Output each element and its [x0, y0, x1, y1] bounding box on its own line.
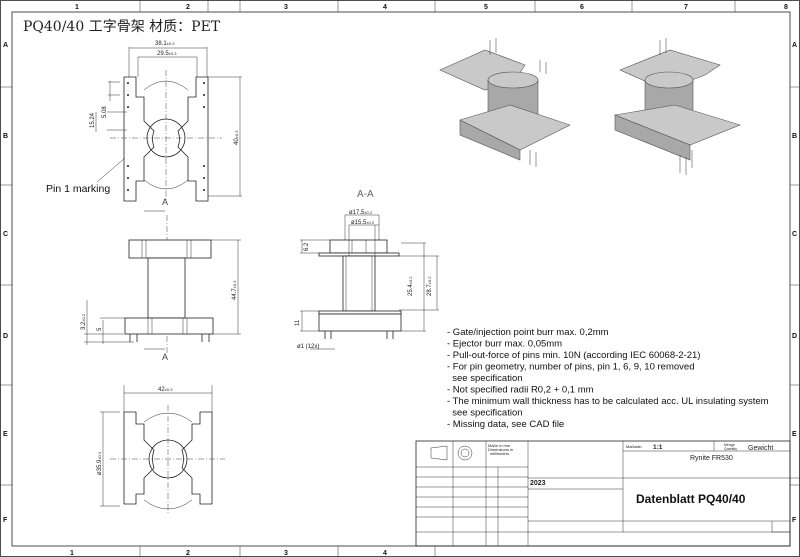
dim-pin-length: 3.2 — [81, 321, 87, 330]
dim-flange: 6.2 — [304, 242, 310, 251]
svg-text:25.4±0.2: 25.4±0.2 — [408, 276, 414, 296]
dim-height: 40 — [234, 138, 240, 145]
column-label: 6 — [580, 4, 584, 11]
year: 2023 — [530, 480, 546, 487]
grid-columns: 1 2 3 4 5 6 7 8 1 2 3 4 — [70, 0, 788, 557]
note-line: - The minimum wall thickness has to be c… — [447, 396, 769, 407]
section-label: A-A — [357, 189, 374, 200]
row-label: E — [3, 431, 8, 438]
drawing-title: Datenblatt PQ40/40 — [636, 492, 746, 506]
dim-bottom-diameter: ø35.9 — [97, 459, 103, 475]
inner-frame — [11, 11, 791, 547]
row-label: B — [3, 133, 8, 140]
column-label: 3 — [284, 4, 288, 11]
row-label: A — [3, 42, 8, 49]
row-label: F — [792, 517, 797, 524]
dim-row-gap: 15.24 — [90, 112, 96, 128]
svg-text:42±0.3: 42±0.3 — [158, 387, 173, 393]
dim-pitch: 5.08 — [102, 106, 108, 118]
grid-rows: A B C D E F A B C D E F — [0, 42, 800, 524]
note-line: - Ejector burr max. 0,05mm — [447, 339, 562, 350]
dim-width-outer: 38.1 — [155, 41, 167, 47]
row-label: B — [792, 133, 797, 140]
quantity-label: Menge — [724, 443, 735, 447]
svg-text:3.2±0.2: 3.2±0.2 — [81, 313, 87, 330]
row-label: C — [3, 231, 8, 238]
svg-text:40±0.3: 40±0.3 — [234, 130, 240, 145]
dim-inner-diameter: ø15.5 — [351, 220, 367, 226]
quantity-label: Quantity — [724, 447, 737, 451]
isometric-view-1 — [439, 38, 571, 167]
note-line: - For pin geometry, number of pins, pin … — [447, 362, 694, 373]
page-title: PQ40/40 工字骨架 材质：PET — [23, 19, 221, 35]
note-line: - Missing data, see CAD file — [447, 419, 564, 430]
svg-text:38.1±0.3: 38.1±0.3 — [155, 41, 175, 47]
note-line: - Gate/injection point burr max. 0,2mm — [447, 327, 609, 338]
column-label: 4 — [383, 4, 387, 11]
material-value: Rynite FR530 — [690, 455, 733, 462]
column-label: 7 — [684, 4, 688, 11]
top-view: 38.1±0.3 29.5±0.3 5.08 15.24 40±0.3 Pin … — [46, 41, 242, 202]
dim-section-base: 11 — [295, 319, 301, 326]
column-label: 3 — [284, 550, 288, 557]
dim-pin-diameter: ø1 (12x) — [297, 344, 319, 350]
row-label: A — [792, 42, 797, 49]
svg-text:ø35.9±0.3: ø35.9±0.3 — [97, 451, 103, 475]
dim-base: 5 — [97, 327, 103, 331]
column-label: 1 — [70, 550, 74, 557]
title-block: Maße in mm Dimensions in millimeters Maß… — [415, 440, 800, 547]
svg-text:29.5±0.3: 29.5±0.3 — [157, 51, 177, 57]
scale-label: Maßstab — [626, 444, 642, 449]
dim-winding-height: 25.4 — [408, 284, 414, 296]
column-label: 4 — [383, 550, 387, 557]
dim-bottom-width: 42 — [158, 387, 165, 393]
front-view: A A 44.7±0.3 3.2±0.2 5 — [81, 197, 241, 362]
section-mark-bottom: A — [162, 352, 168, 362]
row-label: D — [792, 333, 797, 340]
row-label: E — [792, 431, 797, 438]
row-label: D — [3, 333, 8, 340]
scale-value: 1:1 — [653, 444, 663, 451]
dim-total-height: 44.7 — [232, 288, 238, 300]
column-label: 2 — [186, 4, 190, 11]
note-line: see specification — [447, 373, 523, 384]
column-label: 8 — [784, 4, 788, 11]
svg-text:ø17.5±0.2: ø17.5±0.2 — [349, 210, 373, 216]
note-line: - Pull-out-force of pins min. 10N (accor… — [447, 350, 700, 361]
units-note: millimeters — [490, 451, 509, 456]
row-label: C — [792, 231, 797, 238]
units-note: Maße in mm — [488, 443, 511, 448]
notes: - Gate/injection point burr max. 0,2mm -… — [447, 327, 769, 430]
note-line: - Not specified radii R0,2 + 0,1 mm — [447, 385, 594, 396]
weight-label: Gewicht — [748, 445, 773, 452]
section-view: A-A ø17.5±0.2 ø15.5±0.2 6.2 25.4±0.2 28.… — [295, 189, 439, 350]
pin1-marking-callout: Pin 1 marking — [46, 183, 110, 195]
svg-text:28.7±0.2: 28.7±0.2 — [427, 276, 433, 296]
units-note: Dimensions in — [488, 447, 513, 452]
bottom-view: 42±0.3 ø35.9±0.3 — [97, 385, 225, 515]
svg-text:ø15.5±0.2: ø15.5±0.2 — [351, 220, 375, 226]
svg-text:44.7±0.3: 44.7±0.3 — [232, 280, 238, 300]
section-mark-top: A — [162, 197, 168, 207]
dim-section-total: 28.7 — [427, 284, 433, 296]
dim-width-inner: 29.5 — [157, 51, 169, 57]
dim-outer-diameter: ø17.5 — [349, 210, 365, 216]
column-label: 5 — [484, 4, 488, 11]
column-label: 2 — [186, 550, 190, 557]
note-line: see specification — [447, 408, 523, 419]
row-label: F — [3, 517, 8, 524]
column-label: 1 — [75, 4, 79, 11]
isometric-view-2 — [613, 38, 741, 175]
